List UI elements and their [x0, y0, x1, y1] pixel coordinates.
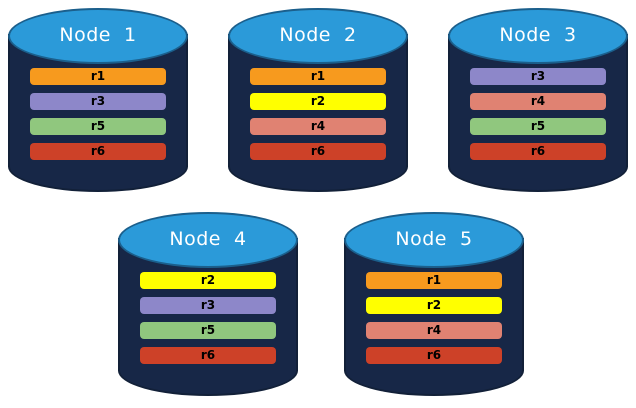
replica-bar-r1[interactable]: r1 [29, 68, 167, 85]
replica-bar-r2[interactable]: r2 [365, 297, 503, 314]
replica-bar-r6[interactable]: r6 [249, 143, 387, 160]
replica-list: r2 r3 r5 r6 [118, 272, 298, 364]
replica-list: r1 r3 r5 r6 [8, 68, 188, 160]
replica-list: r1 r2 r4 r6 [228, 68, 408, 160]
replica-bar-r5[interactable]: r5 [469, 118, 607, 135]
replica-list: r1 r2 r4 r6 [344, 272, 524, 364]
replica-bar-r3[interactable]: r3 [469, 68, 607, 85]
replica-bar-r6[interactable]: r6 [29, 143, 167, 160]
replica-bar-r6[interactable]: r6 [139, 347, 277, 364]
replica-bar-r6[interactable]: r6 [365, 347, 503, 364]
replica-bar-r3[interactable]: r3 [29, 93, 167, 110]
cylinder-top-ellipse [344, 212, 524, 268]
replica-bar-r2[interactable]: r2 [139, 272, 277, 289]
replica-bar-r3[interactable]: r3 [139, 297, 277, 314]
cylinder-top-ellipse [228, 8, 408, 64]
replica-bar-r5[interactable]: r5 [139, 322, 277, 339]
replica-bar-r4[interactable]: r4 [249, 118, 387, 135]
replica-bar-r6[interactable]: r6 [469, 143, 607, 160]
replica-bar-r1[interactable]: r1 [365, 272, 503, 289]
replica-bar-r4[interactable]: r4 [469, 93, 607, 110]
replica-bar-r5[interactable]: r5 [29, 118, 167, 135]
replica-bar-r4[interactable]: r4 [365, 322, 503, 339]
cylinder-top-ellipse [448, 8, 628, 64]
replica-list: r3 r4 r5 r6 [448, 68, 628, 160]
replica-bar-r1[interactable]: r1 [249, 68, 387, 85]
cylinder-top-ellipse [118, 212, 298, 268]
cylinder-top-ellipse [8, 8, 188, 64]
replica-bar-r2[interactable]: r2 [249, 93, 387, 110]
